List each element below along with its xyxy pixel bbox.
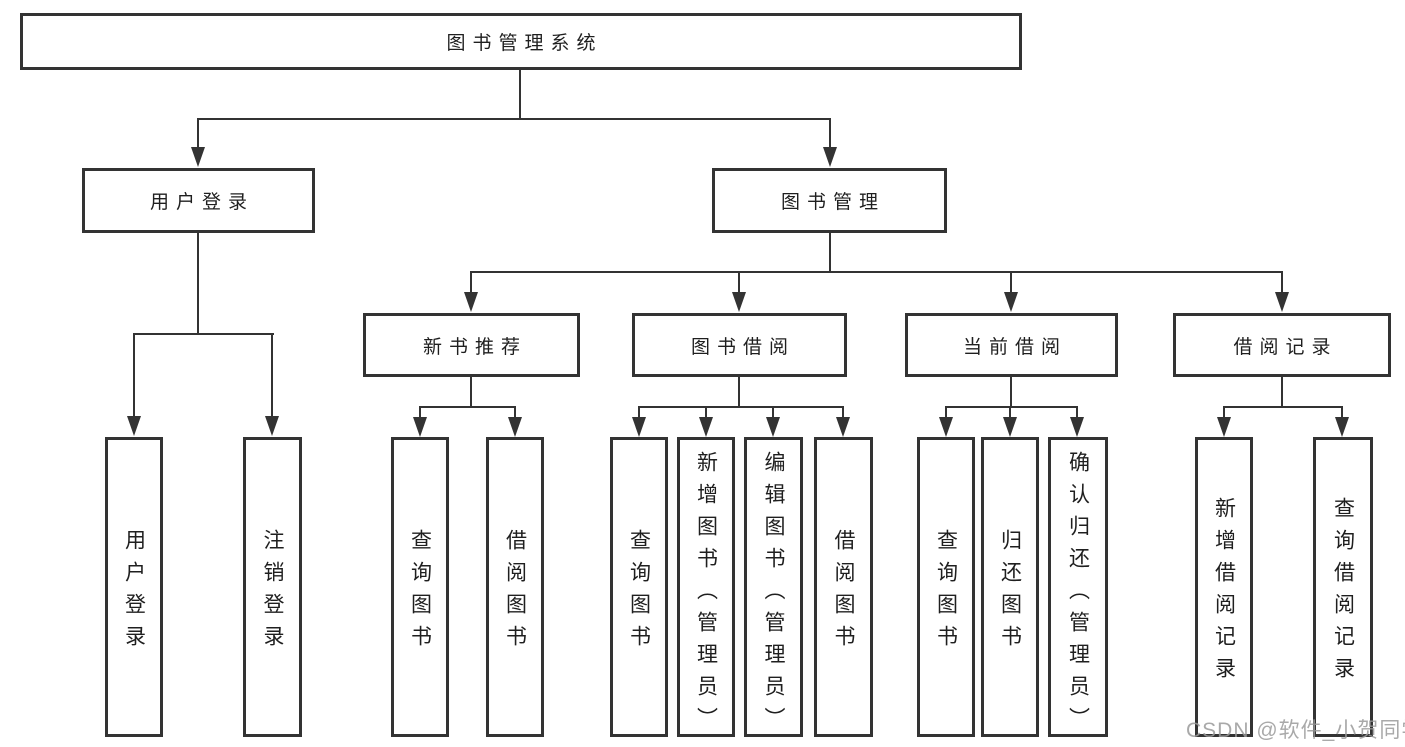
leaf-cb-query-books: 查询图书: [917, 437, 975, 737]
arrowhead-nb-borrow: [508, 417, 522, 437]
connector-stem-new-book: [470, 271, 472, 295]
connector-stem-book-borrow: [738, 271, 740, 295]
connector-stem-bb-query: [638, 406, 640, 420]
leaf-nb-query-books: 查询图书: [391, 437, 449, 737]
arrowhead-new-book: [464, 292, 478, 312]
connector-stem-current-borrow: [1010, 271, 1012, 295]
connector-stem-cb-return: [1009, 406, 1011, 420]
leaf-bb-query-books: 查询图书: [610, 437, 668, 737]
arrowhead-current-borrow: [1004, 292, 1018, 312]
connector-stem-borrow-records: [1281, 271, 1283, 295]
arrowhead-user-login: [191, 147, 205, 167]
connector-stem-cb-confirm: [1076, 406, 1078, 420]
connector-level3-bar: [470, 271, 1283, 273]
connector-nb-trunk: [470, 377, 472, 408]
node-book-borrow: 图书借阅: [632, 313, 847, 377]
arrowhead-borrow-records: [1275, 292, 1289, 312]
arrowhead-leaf-user-login: [127, 416, 141, 436]
connector-nb-bar: [419, 406, 516, 408]
node-root: 图书管理系统: [20, 13, 1022, 70]
node-current-borrow: 当前借阅: [905, 313, 1118, 377]
connector-root-trunk: [519, 69, 521, 120]
leaf-nb-borrow-books: 借阅图书: [486, 437, 544, 737]
leaf-bb-borrow-books: 借阅图书: [814, 437, 873, 737]
arrowhead-bb-edit: [766, 417, 780, 437]
arrowhead-nb-query: [413, 417, 427, 437]
connector-stem-rec-add: [1223, 406, 1225, 420]
connector-bb-trunk: [738, 377, 740, 408]
connector-stem-book-mgmt: [829, 118, 831, 150]
connector-stem-bb-add: [705, 406, 707, 420]
arrowhead-bb-borrow: [836, 417, 850, 437]
connector-stem-bb-edit: [772, 406, 774, 420]
arrowhead-cb-return: [1003, 417, 1017, 437]
leaf-cb-confirm-return-admin: 确认归还（管理员）: [1048, 437, 1108, 739]
leaf-cb-return-books: 归还图书: [981, 437, 1039, 737]
connector-stem-leaf-logout: [271, 333, 273, 418]
arrowhead-rec-query: [1335, 417, 1349, 437]
connector-stem-cb-query: [945, 406, 947, 420]
node-borrow-records: 借阅记录: [1173, 313, 1391, 377]
leaf-bb-edit-books-admin: 编辑图书（管理员）: [744, 437, 803, 739]
connector-stem-user-login: [197, 118, 199, 150]
node-new-book-recommend: 新书推荐: [363, 313, 580, 377]
arrowhead-book-mgmt: [823, 147, 837, 167]
connector-stem-nb-query: [419, 406, 421, 420]
node-user-login: 用户登录: [82, 168, 315, 233]
node-book-mgmt: 图书管理: [712, 168, 947, 233]
csdn-watermark: CSDN @软件_小贺同学: [1186, 719, 1405, 742]
connector-stem-leaf-user-login: [133, 333, 135, 418]
connector-cb-trunk: [1010, 377, 1012, 408]
leaf-rec-query-record: 查询借阅记录: [1313, 437, 1373, 737]
arrowhead-book-borrow: [732, 292, 746, 312]
connector-cb-bar: [945, 406, 1077, 408]
leaf-rec-add-record: 新增借阅记录: [1195, 437, 1253, 737]
arrowhead-cb-confirm: [1070, 417, 1084, 437]
arrowhead-rec-add: [1217, 417, 1231, 437]
leaf-bb-add-books-admin: 新增图书（管理员）: [677, 437, 735, 739]
arrowhead-bb-add: [699, 417, 713, 437]
arrowhead-bb-query: [632, 417, 646, 437]
connector-bb-bar: [638, 406, 844, 408]
connector-level2-bar: [197, 118, 831, 120]
connector-rec-bar: [1223, 406, 1343, 408]
connector-book-mgmt-trunk: [829, 233, 831, 273]
leaf-logout: 注销登录: [243, 437, 302, 737]
connector-stem-rec-query: [1341, 406, 1343, 420]
connector-user-login-trunk: [197, 233, 199, 335]
connector-rec-trunk: [1281, 377, 1283, 408]
arrowhead-cb-query: [939, 417, 953, 437]
arrowhead-leaf-logout: [265, 416, 279, 436]
leaf-user-login: 用户登录: [105, 437, 163, 737]
connector-stem-nb-borrow: [514, 406, 516, 420]
connector-stem-bb-borrow: [842, 406, 844, 420]
connector-user-login-bar: [133, 333, 274, 335]
